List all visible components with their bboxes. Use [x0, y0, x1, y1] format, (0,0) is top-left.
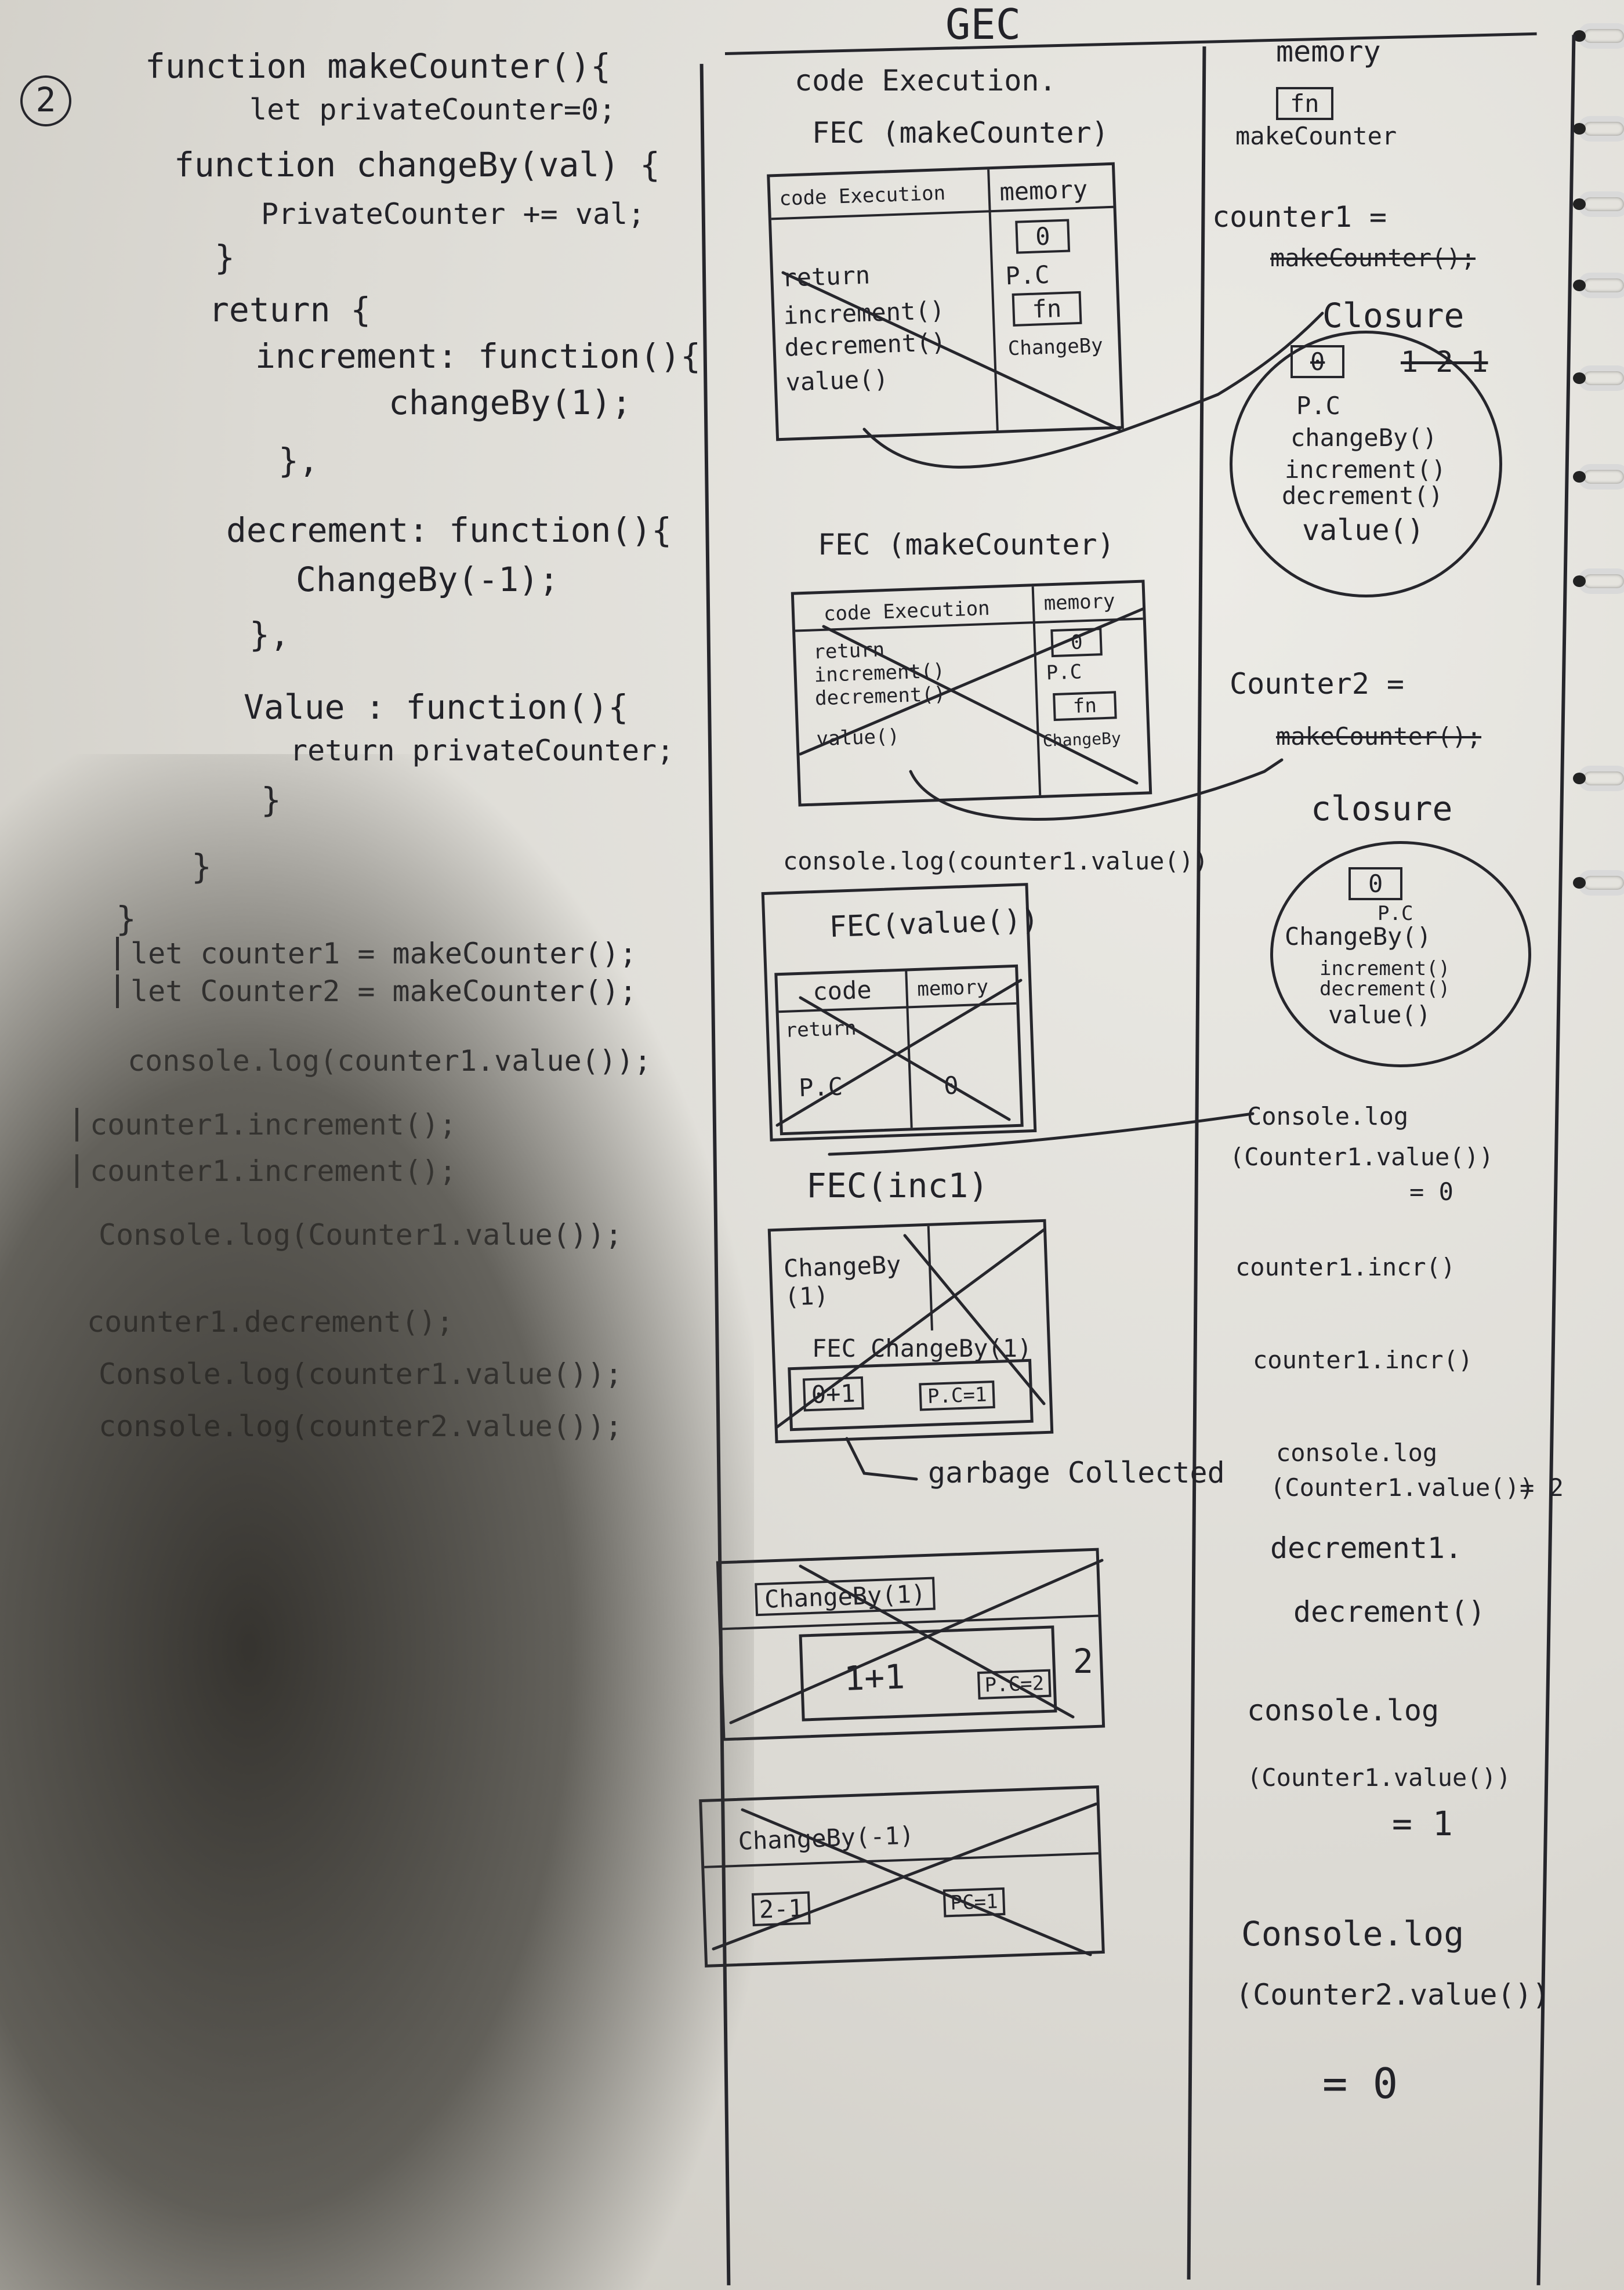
- log1-line: (Counter1.value()): [1230, 1143, 1494, 1171]
- closure-item: increment(): [1285, 455, 1447, 484]
- code-line: }: [215, 238, 235, 277]
- fec-title: FEC(inc1): [806, 1166, 989, 1205]
- fec-title: FEC (makeCounter): [818, 528, 1115, 561]
- ring-icon: [1573, 568, 1624, 594]
- arrow-icon: [845, 1437, 918, 1481]
- ring-icon: [1573, 23, 1624, 49]
- memory-header: memory: [1276, 35, 1381, 68]
- code-line: Value : function(){: [244, 687, 629, 727]
- memory-fn-label: makeCounter: [1235, 122, 1397, 150]
- code-line: },: [278, 441, 319, 480]
- code-line: let privateCounter=0;: [249, 93, 617, 126]
- arrow-icon: [828, 1112, 1255, 1156]
- closure-item: ChangeBy(): [1285, 922, 1431, 951]
- arrow-icon: [862, 311, 1324, 469]
- log3-line: (Counter1.value()): [1247, 1763, 1511, 1792]
- counter2-label: Counter2 =: [1230, 667, 1405, 701]
- code-line: function changeBy(val) {: [174, 145, 661, 184]
- code-line: },: [249, 615, 290, 654]
- log2-line: console.log: [1276, 1439, 1438, 1467]
- closure2-circle: 0 P.C ChangeBy() increment() decrement()…: [1270, 841, 1531, 1067]
- gec-title: GEC: [945, 0, 1021, 49]
- closure2-title: closure: [1311, 789, 1453, 828]
- dec-line: decrement1.: [1270, 1531, 1463, 1565]
- closure-item: increment(): [1320, 957, 1451, 980]
- code-line: return {: [209, 290, 371, 329]
- closure1-values: 1 2 1: [1401, 345, 1488, 379]
- closure-item: value(): [1328, 1001, 1431, 1029]
- closure1-box: 0: [1290, 345, 1345, 378]
- log2-result: = 2: [1520, 1473, 1564, 1502]
- closure1-title: Closure: [1322, 296, 1464, 335]
- counter1-value: makeCounter();: [1270, 244, 1476, 272]
- cross-line: [799, 996, 1011, 1121]
- cross-line: [775, 1228, 1046, 1429]
- result-value: 2: [1073, 1642, 1093, 1681]
- closure-item: changeBy(): [1290, 423, 1437, 452]
- closure2-box: 0: [1348, 867, 1403, 900]
- log3-result: = 1: [1392, 1804, 1453, 1843]
- closure-item: P.C: [1296, 392, 1340, 420]
- counter1-label: counter1 =: [1212, 200, 1387, 234]
- ring-icon: [1573, 870, 1624, 896]
- closure-item: value(): [1302, 513, 1424, 547]
- incr1-line: counter1.incr(): [1235, 1253, 1456, 1281]
- cross-line: [775, 979, 1023, 1127]
- garbage-collected-label: garbage Collected: [928, 1456, 1225, 1490]
- ring-icon: [1573, 464, 1624, 490]
- code-line: ChangeBy(-1);: [296, 560, 559, 599]
- log1-line: Console.log: [1247, 1102, 1409, 1130]
- log4-line: (Counter2.value()): [1235, 1978, 1550, 2012]
- cross-line: [799, 607, 1144, 756]
- code-line: function makeCounter(){: [145, 46, 611, 86]
- memory-fn-box: fn: [1276, 87, 1333, 120]
- code-line: changeBy(1);: [389, 383, 632, 422]
- fec-title: FEC (makeCounter): [812, 116, 1109, 150]
- console-log-line: console.log(counter1.value()): [783, 847, 1209, 875]
- cross-line: [799, 1564, 1075, 1719]
- counter2-value: makeCounter();: [1276, 722, 1482, 751]
- closure1-circle: 0 1 2 1 P.C changeBy() increment() decre…: [1230, 331, 1502, 597]
- code-execution-header: code Execution.: [795, 64, 1057, 97]
- closure-item: decrement(): [1282, 481, 1444, 510]
- ring-icon: [1573, 191, 1624, 217]
- cross-line: [822, 625, 1139, 785]
- log3-line: console.log: [1247, 1694, 1440, 1727]
- ring-icon: [1573, 273, 1624, 298]
- cross-line: [729, 1559, 1104, 1724]
- cross-line: [741, 1808, 1092, 1956]
- code-line: PrivateCounter += val;: [261, 197, 646, 231]
- ring-icon: [1573, 766, 1624, 791]
- log2-line: (Counter1.value()): [1270, 1473, 1535, 1502]
- closure-item: P.C: [1378, 902, 1413, 925]
- ring-icon: [1573, 116, 1624, 142]
- arrow-icon: [909, 758, 1284, 821]
- cross-line: [781, 271, 1121, 431]
- dec-line: decrement(): [1293, 1595, 1486, 1629]
- code-line: decrement: function(){: [226, 510, 672, 550]
- page-number: 2: [20, 75, 71, 126]
- code-line: increment: function(){: [255, 336, 701, 376]
- incr2-line: counter1.incr(): [1253, 1346, 1473, 1374]
- closure-item: decrement(): [1320, 977, 1451, 1001]
- cross-line: [903, 1234, 1046, 1405]
- log4-result: = 0: [1322, 2059, 1398, 2108]
- ring-icon: [1573, 365, 1624, 391]
- log4-line: Console.log: [1241, 1914, 1464, 1954]
- log1-result: = 0: [1409, 1177, 1453, 1206]
